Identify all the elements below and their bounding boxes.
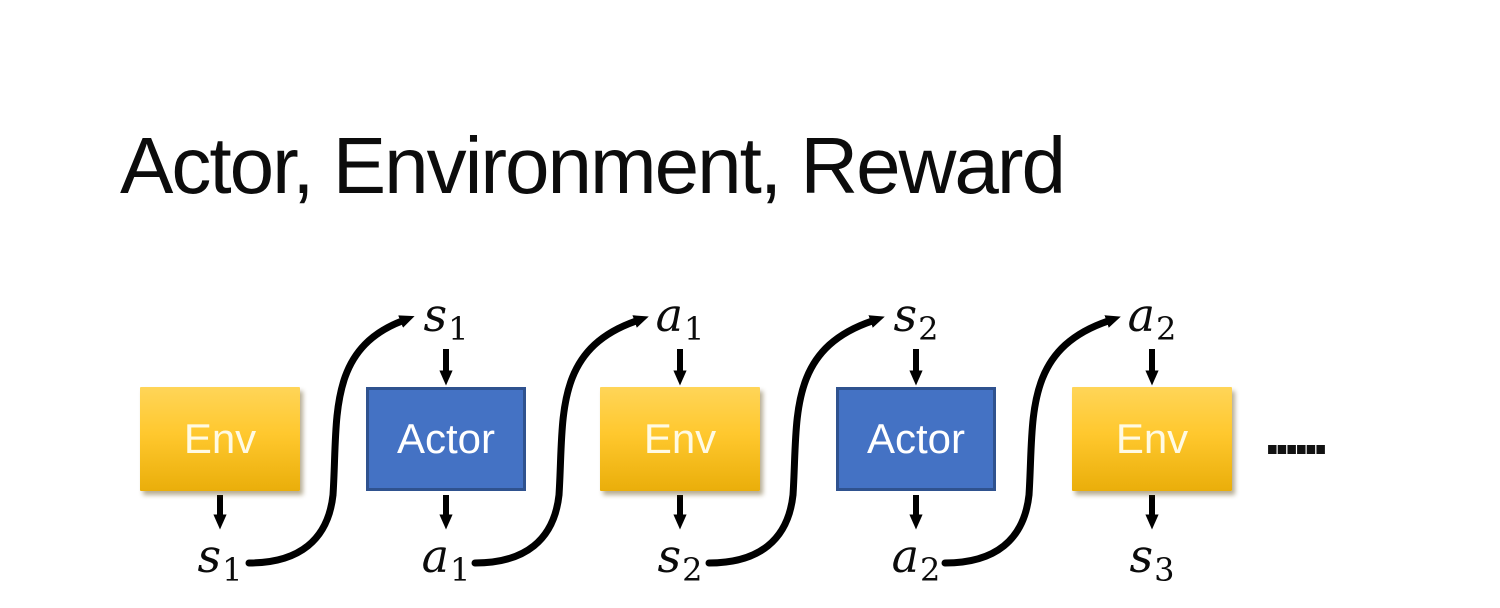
bottom-label-a1-sub: 1: [450, 551, 471, 589]
bottom-label-s3-base: s: [1129, 529, 1154, 583]
env-box-2-label: Env: [643, 415, 717, 462]
top-label-s2-base: s: [893, 288, 918, 342]
top-label-s1-base: s: [423, 288, 448, 342]
bottom-label-s3-sub: 3: [1154, 551, 1175, 589]
top-label-a1-sub: 1: [684, 310, 705, 348]
page-title: Actor, Environment, Reward: [120, 121, 1066, 210]
actor-box-2-label: Actor: [866, 415, 966, 462]
top-label-a2-base: a: [1127, 288, 1156, 342]
actor-box-2: Actor: [836, 387, 996, 491]
env-box-3-label: Env: [1115, 415, 1189, 462]
bottom-label-a1-base: a: [421, 529, 450, 583]
env-box-1-label: Env: [183, 415, 257, 462]
env-box-2: Env: [600, 387, 760, 491]
actor-box-1-label: Actor: [396, 415, 496, 462]
continuation-ellipsis: ......: [1264, 400, 1329, 467]
top-label-s1-sub: 1: [448, 310, 469, 348]
bottom-label-a2-base: a: [891, 529, 920, 583]
env-box-3: Env: [1072, 387, 1232, 491]
bottom-label-s2-base: s: [657, 529, 682, 583]
bottom-label-s1-sub: 1: [222, 551, 243, 589]
top-label-s2-sub: 2: [918, 310, 939, 348]
env-box-1: Env: [140, 387, 300, 491]
bottom-label-s1-base: s: [197, 529, 222, 583]
actor-box-1: Actor: [366, 387, 526, 491]
top-label-a1-base: a: [655, 288, 684, 342]
top-label-a2-sub: 2: [1156, 310, 1177, 348]
bottom-label-s2-sub: 2: [682, 551, 703, 589]
bottom-label-a2-sub: 2: [920, 551, 941, 589]
